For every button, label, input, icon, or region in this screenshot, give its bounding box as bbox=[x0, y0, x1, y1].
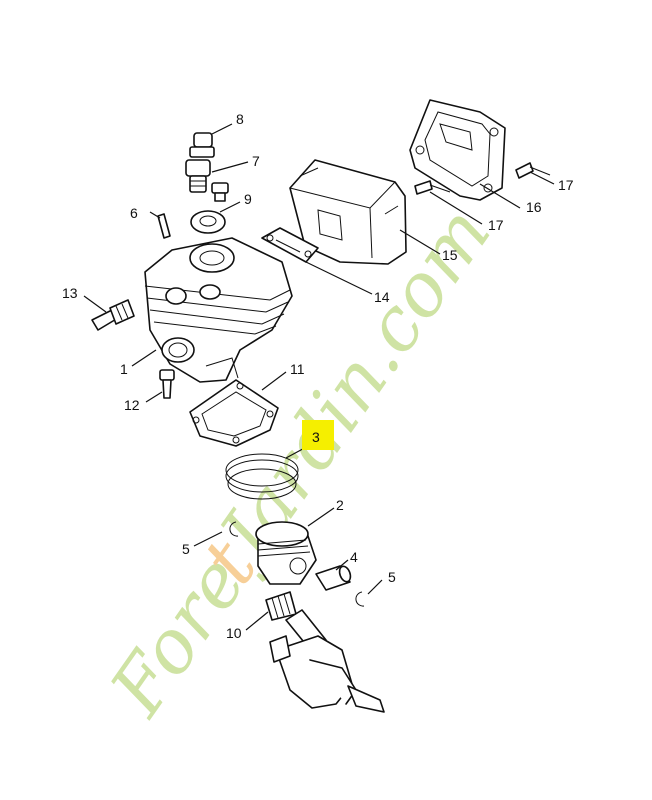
label-13: 13 bbox=[62, 285, 78, 301]
part-17-screw-a bbox=[414, 180, 451, 195]
label-3: 3 bbox=[312, 429, 320, 445]
label-10: 10 bbox=[226, 625, 242, 641]
label-2: 2 bbox=[336, 497, 344, 513]
label-1: 1 bbox=[120, 361, 128, 377]
part-13-spark-plug bbox=[91, 299, 135, 331]
label-7: 7 bbox=[252, 153, 260, 169]
label-9: 9 bbox=[244, 191, 252, 207]
part-12-bolt bbox=[159, 369, 175, 399]
label-5a: 5 bbox=[182, 541, 190, 557]
part-2-piston bbox=[255, 521, 317, 585]
label-12: 12 bbox=[124, 397, 140, 413]
label-14: 14 bbox=[374, 289, 390, 305]
label-16: 16 bbox=[526, 199, 542, 215]
crankshaft bbox=[269, 609, 385, 713]
part-8-plug bbox=[189, 132, 215, 158]
part-4-piston-pin bbox=[315, 565, 352, 591]
callout-labels: 1 2 3 4 5 5 6 7 8 9 10 11 12 13 14 15 16… bbox=[62, 111, 574, 641]
part-15-muffler bbox=[289, 159, 407, 265]
label-6: 6 bbox=[130, 205, 138, 221]
label-17a: 17 bbox=[488, 217, 504, 233]
part-5-circlip-b bbox=[355, 591, 365, 607]
highlight-box bbox=[302, 420, 334, 450]
part-11-cylinder-gasket bbox=[189, 379, 279, 447]
label-8: 8 bbox=[236, 111, 244, 127]
label-11: 11 bbox=[290, 361, 305, 377]
part-14-muffler-gasket bbox=[261, 227, 319, 263]
label-4: 4 bbox=[350, 549, 358, 565]
part-1-cylinder bbox=[144, 237, 293, 383]
part-9-valve-cap bbox=[190, 210, 226, 234]
part-3-piston-rings bbox=[225, 453, 299, 500]
part-16-muffler-cover bbox=[409, 99, 506, 201]
part-7-plug bbox=[185, 159, 211, 193]
label-17b: 17 bbox=[558, 177, 574, 193]
part-5-circlip-a bbox=[229, 521, 239, 537]
part-7-bolt bbox=[211, 182, 229, 202]
label-15: 15 bbox=[442, 247, 458, 263]
leader-lines bbox=[83, 123, 555, 631]
part-6-pin bbox=[157, 213, 171, 239]
label-5b: 5 bbox=[388, 569, 396, 585]
part-17-screw-b bbox=[515, 162, 551, 179]
